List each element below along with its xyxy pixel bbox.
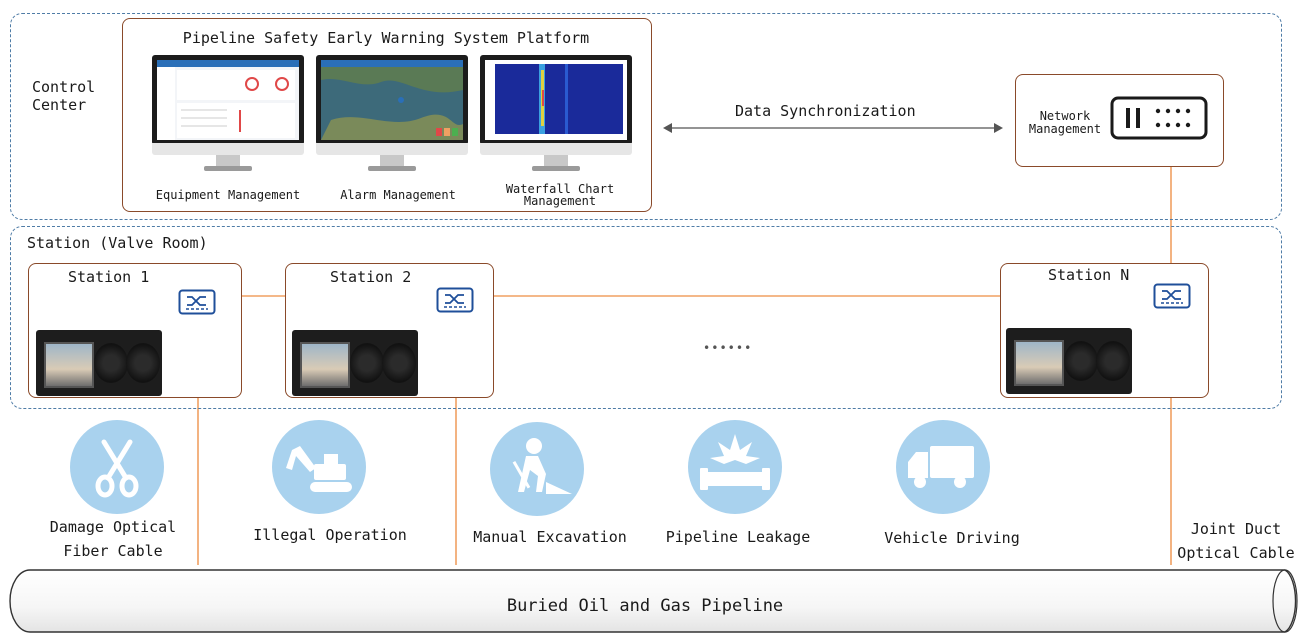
waterfall-chart-graphic (495, 64, 623, 134)
event-label-damage-fiber: Damage Optical Fiber Cable (49, 518, 177, 560)
equipment-monitor (152, 55, 304, 173)
scissors-icon (70, 420, 164, 514)
station-n-label: Station N (1048, 266, 1130, 284)
station-2-label: Station 2 (330, 268, 412, 286)
truck-icon (896, 420, 990, 514)
pipe-leak-icon (688, 420, 782, 514)
event-label-illegal-operation: Illegal Operation (253, 526, 407, 544)
station-n-switch-icon (1153, 283, 1191, 309)
pipeline-label: Buried Oil and Gas Pipeline (506, 596, 784, 616)
event-label-pipeline-leakage: Pipeline Leakage (665, 528, 811, 546)
data-sync-arrow (663, 123, 1003, 133)
control-center-zone (10, 13, 1282, 220)
control-center-label: Control Center (32, 78, 96, 114)
network-management-label: Network Management (1028, 109, 1102, 136)
station-2-chassis (292, 330, 418, 396)
more-stations-ellipsis: •••••• (703, 341, 753, 355)
data-sync-label: Data Synchronization (735, 102, 916, 120)
station-1-switch-icon (178, 289, 216, 315)
buried-pipeline (9, 569, 1298, 633)
waterfall-monitor (480, 55, 632, 173)
station-1-label: Station 1 (68, 268, 150, 286)
equipment-screen-graphic (157, 60, 299, 140)
station-zone-label: Station (Valve Room) (27, 234, 208, 252)
station-n-chassis (1006, 328, 1132, 394)
equipment-monitor-label: Equipment Management (155, 188, 301, 202)
station-1-chassis (36, 330, 162, 396)
digging-worker-icon (490, 422, 584, 516)
joint-duct-cable-label: Joint Duct Optical Cable (1177, 520, 1295, 562)
event-label-manual-excavation: Manual Excavation (473, 528, 627, 546)
event-label-vehicle-driving: Vehicle Driving (884, 529, 1020, 547)
waterfall-monitor-label: Waterfall Chart Management (505, 182, 615, 208)
network-device-icon (1110, 96, 1208, 140)
platform-title: Pipeline Safety Early Warning System Pla… (182, 29, 590, 47)
alarm-monitor (316, 55, 468, 173)
alarm-monitor-label: Alarm Management (340, 188, 456, 202)
station-zone (10, 226, 1282, 409)
station-2-switch-icon (436, 287, 474, 313)
excavator-icon (272, 420, 366, 514)
alarm-map-graphic (321, 60, 463, 140)
